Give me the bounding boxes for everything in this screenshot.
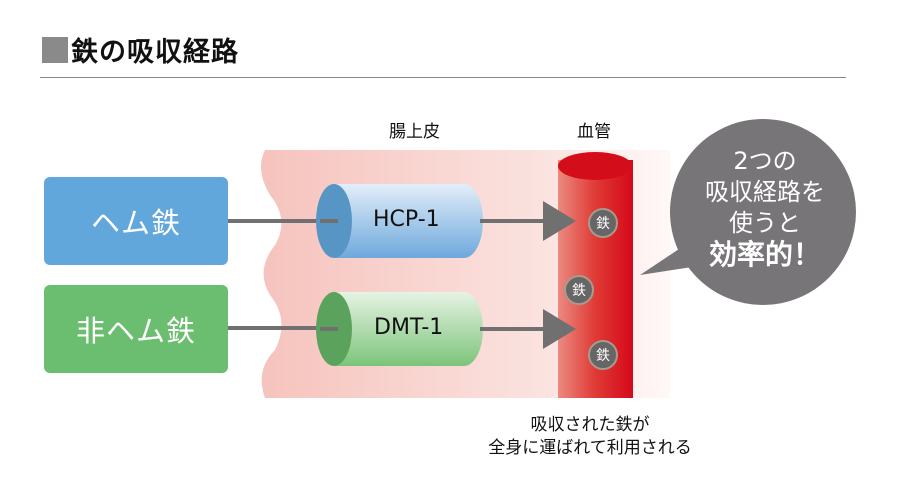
iron-particle: 鉄 [588, 340, 618, 370]
hcp1-label: HCP-1 [373, 207, 440, 232]
title-text: 鉄の吸収経路 [71, 37, 239, 68]
absorption-note: 吸収された鉄が 全身に運ばれて利用される [440, 414, 740, 460]
page-title: 鉄の吸収経路 [42, 30, 239, 69]
epithelium-label: 腸上皮 [389, 122, 440, 142]
note-line: 全身に運ばれて利用される [488, 438, 692, 458]
blood-vessel-top [558, 152, 632, 180]
iron-particle: 鉄 [564, 275, 594, 305]
arrow-head-1 [543, 201, 576, 241]
vessel-label: 血管 [577, 122, 611, 142]
iron-particle: 鉄 [588, 208, 618, 238]
bubble-line: 吸収経路を [705, 178, 825, 206]
dmt1-label: DMT-1 [374, 315, 444, 340]
nonheme-iron-box: 非ヘム鉄 [44, 285, 228, 373]
title-divider [40, 77, 846, 78]
dmt1-body [334, 292, 464, 366]
hcp1-body [334, 184, 464, 258]
heme-iron-box: ヘム鉄 [44, 177, 228, 265]
bubble-line: 使うと [729, 209, 801, 237]
title-square-icon [42, 36, 68, 63]
arrow-head-2 [543, 309, 576, 349]
bubble-text: 2つの 吸収経路を 使うと 効率的！ [680, 146, 850, 270]
bubble-line: 2つの [733, 147, 797, 175]
note-line: 吸収された鉄が [530, 415, 650, 435]
bubble-emphasis: 効率的！ [708, 238, 821, 271]
speech-bubble [670, 119, 856, 305]
